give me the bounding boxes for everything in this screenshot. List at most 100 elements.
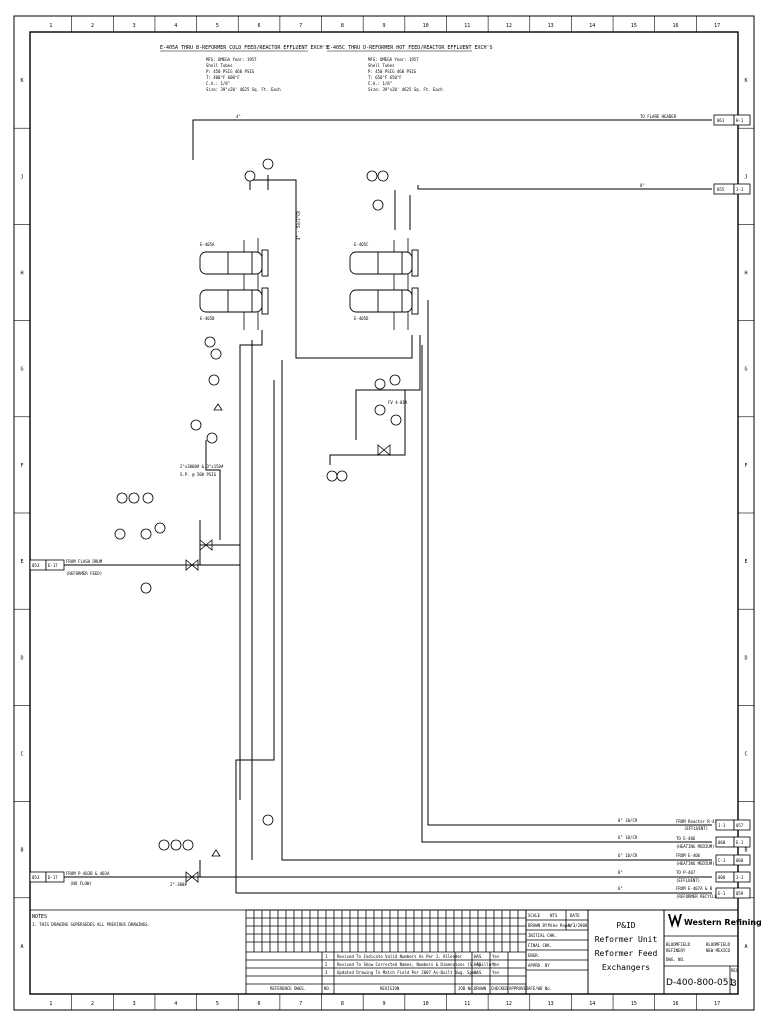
cv-tag: FV 4-01A (388, 400, 408, 405)
company-plant2: REFINERY (666, 948, 686, 953)
connector-r1[interactable]: FROM Reactor R-413 (EFFLUENT) J-1 057 (676, 819, 751, 831)
connector-r4-sheet: 008 (718, 875, 726, 880)
zone-row-label: A (20, 944, 23, 950)
connector-left-feed[interactable]: 053 E-17 FROM FLASH DRUM (REFORMER FEED) (29, 559, 103, 576)
exchanger-e405c: E-405C (349, 242, 419, 277)
zone-column-label: 8 (341, 1001, 344, 1007)
e405c-label: E-405C (354, 242, 369, 247)
bypass-label: 2"x3000# & 3"x150# (180, 464, 224, 469)
feed-line-label: 2"-300# (170, 882, 187, 887)
scale-label: SCALE (528, 913, 541, 918)
spec-line: C.A.: 1/8" (206, 81, 230, 86)
exchanger-header-left: E-405A THRU B-REFORMER COLD FEED/REACTOR… (160, 45, 329, 52)
e405d-label: E-405D (354, 316, 369, 321)
zone-row-label: J (20, 174, 23, 180)
spec-line: Size: 39"x20' 4625 Sq. Ft. Each (368, 87, 443, 92)
rev-by: HAS (474, 954, 482, 959)
zone-column-label: 8 (341, 23, 344, 29)
connector-r5[interactable]: FROM E-407A & B (REFORMER RECYCLE) E-1 0… (676, 886, 751, 899)
connector-r1-text: FROM Reactor R-413 (676, 819, 720, 824)
connector-r3-text: FROM E-406 (676, 853, 701, 858)
zone-row-label: E (20, 559, 23, 565)
connector-r1-sub: (EFFLUENT) (684, 826, 708, 831)
connector-top-right[interactable]: 055 J-1 (713, 183, 751, 195)
connector-r2[interactable]: TO E-406 (HEATING MEDIUM) 060 E-1 (676, 836, 751, 849)
rev-date: Yes (492, 970, 500, 975)
process-piping (64, 119, 712, 894)
flare-line-size: 4" (236, 114, 241, 119)
rev-by: HAS (474, 970, 482, 975)
zone-column-label: 5 (216, 23, 219, 29)
connector-flare-zone: H-1 (736, 118, 744, 123)
rev-header-revision: REVISION (380, 986, 400, 991)
zone-column-label: 6 (258, 1001, 261, 1007)
zone-column-label: 9 (382, 23, 385, 29)
zone-column-label: 15 (631, 1001, 637, 1007)
drawing-border (13, 15, 755, 1011)
rev-by: HAS (474, 962, 482, 967)
engineer-label: ENGR. (528, 953, 540, 958)
zone-row-label: D (20, 655, 23, 661)
connector-r3-sub: (HEATING MEDIUM) (676, 861, 715, 866)
line-size-r2: 6" 10/CR (618, 835, 638, 840)
spec-line: Shell Tubes (206, 63, 233, 68)
spec-line: P: 450 PSIG 460 PSIG (206, 69, 255, 74)
connector-r3-zone: C-1 (718, 858, 726, 863)
connector-r4[interactable]: TO P-407 (EFFLUENT) 008 J-1 (676, 870, 751, 883)
connector-left-bottom-sub: (NO FLOW) (70, 881, 92, 886)
zone-column-label: 4 (174, 1001, 177, 1007)
line-size-r4: 8" (618, 870, 623, 875)
spec-line: C.A.: 1/8" (368, 81, 392, 86)
zone-row-label: B (20, 848, 23, 854)
rev-desc: Revised To Show Corrected Names, Numbers… (337, 962, 496, 967)
rev-no: 2 (325, 962, 328, 967)
zone-column-label: 12 (506, 1001, 512, 1007)
title-block-frame (30, 909, 739, 995)
connector-top-right-sheet: 055 (717, 187, 725, 192)
zone-row-label: C (744, 752, 747, 758)
specs-left: MFG: OMEGA Year: 1957 Shell Tubes P: 450… (206, 57, 281, 92)
drawing-title: P&ID Reformer Unit Reformer Feed Exchang… (595, 921, 658, 972)
drawn-by-value: Mike Roper (548, 923, 573, 928)
exchanger-header-right: E-405C THRU D-REFORMER HOT FEED/REACTOR … (327, 45, 493, 52)
rev-desc: Revised To Indicate Valid Numbers As Per… (337, 954, 463, 959)
connector-r3-sheet: 060 (736, 858, 744, 863)
title-line: Exchangers (602, 963, 650, 972)
spec-line: T: 650°F 650°F (368, 75, 402, 80)
rev-date: Yes (492, 954, 500, 959)
connector-left-bottom[interactable]: 053 D-17 FROM P-403B & 403A (NO FLOW) (29, 871, 110, 886)
header-left-title: E-405A THRU B-REFORMER COLD FEED/REACTOR… (160, 45, 329, 51)
final-check-label: FINAL CHK. (528, 943, 552, 948)
zone-row-label: G (20, 367, 23, 373)
spec-line: MFG: OMEGA Year: 1957 (206, 57, 257, 62)
e405a-label: E-405A (200, 242, 215, 247)
spec-line: Size: 39"x20' 4625 Sq. Ft. Each (206, 87, 281, 92)
rev-header-ref: REFERENCE DWGS. (270, 986, 306, 991)
notes-title: NOTES (32, 914, 47, 920)
zone-column-label: 9 (382, 1001, 385, 1007)
connector-left-bottom-sheet: 053 (32, 875, 40, 880)
initial-check-label: INITIAL CHK. (528, 933, 557, 938)
e405b-label: E-405B (200, 316, 215, 321)
zone-row-label: F (20, 463, 23, 469)
zone-row-label: E (744, 559, 747, 565)
zone-column-label: 11 (464, 23, 470, 29)
zone-column-label: 17 (714, 23, 720, 29)
title-line: Reformer Unit (595, 935, 658, 944)
connector-r3[interactable]: FROM E-406 (HEATING MEDIUM) C-1 060 (676, 853, 751, 866)
zone-column-label: 15 (631, 23, 637, 29)
connector-flare-sheet: 061 (717, 118, 725, 123)
connector-r5-zone: E-1 (718, 891, 726, 896)
rev-desc: Updated Drawing To Match Field Per 2007 … (337, 970, 479, 975)
drawn-date: 8/3/2008 (568, 923, 588, 928)
zone-row-label: B (744, 848, 747, 854)
zone-column-label: 2 (91, 1001, 94, 1007)
connector-left-feed-text: FROM FLASH DRUM (66, 559, 103, 564)
zone-column-label: 16 (673, 1001, 679, 1007)
connector-flare-text: TO FLARE HEADER (640, 114, 677, 119)
exchanger-nozzles (243, 238, 409, 330)
connector-flare[interactable]: TO FLARE HEADER 061 H-1 (640, 114, 751, 126)
connector-r1-sheet: 057 (736, 823, 744, 828)
zone-column-label: 11 (464, 1001, 470, 1007)
